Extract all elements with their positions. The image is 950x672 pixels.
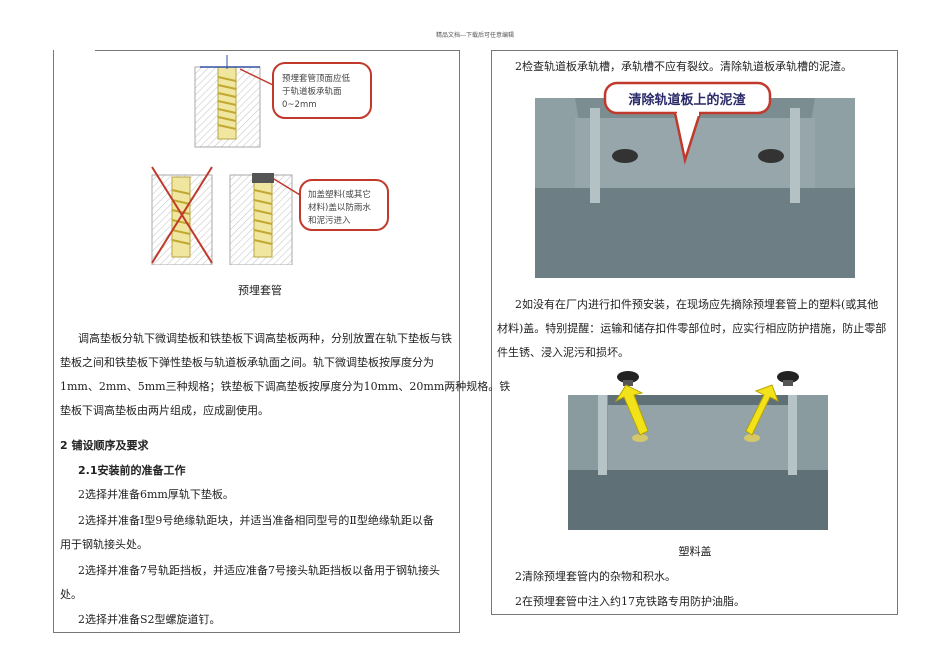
para2-line-2: 材料)盖。特别提醒：运输和储存扣件零部位时，应实行相应防护措施，防止零部	[497, 322, 887, 335]
item-2-line-1: 2选择并准备Ⅰ型9号绝缘轨距块，并适当准备相同型号的Ⅱ型绝缘轨距以备	[78, 514, 434, 527]
figure3-caption: 塑料盖	[678, 545, 712, 558]
section-heading: 2 铺设顺序及要求	[60, 439, 149, 452]
callout-top-line-3: 0~2mm	[282, 100, 317, 110]
callout-bottom-line-2: 材料)盖以防雨水	[308, 202, 371, 213]
para2-line-1: 2如没有在厂内进行扣件预安装，在现场应先摘除预埋套管上的塑料(或其他	[515, 298, 879, 311]
callout-top-line-2: 于轨道板承轨面	[282, 86, 342, 97]
item-2-line-2: 用于钢轨接头处。	[60, 538, 148, 551]
item-3-line-1: 2选择并准备7号轨距挡板，并适应准备7号接头轨距挡板以备用于钢轨接头	[78, 564, 440, 577]
item-4: 2选择并准备S2型螺旋道钉。	[78, 613, 221, 626]
item-3-line-2: 处。	[60, 588, 82, 601]
left-column	[53, 50, 460, 633]
right-item-2: 2清除预埋套管内的杂物和积水。	[515, 570, 676, 583]
sleeve-figure: 预埋套管顶面应低 于轨道板承轨面 0~2mm 加盖塑料(或其它 材料)盖以防雨水…	[151, 55, 389, 265]
callout-bottom-line-1: 加盖塑料(或其它	[308, 189, 371, 200]
figure1-caption: 预埋套管	[238, 284, 282, 297]
slab-figure: 清除轨道板上的泥渣	[535, 81, 855, 278]
para1-line-4: 垫板下调高垫板由两片组成，应成副使用。	[60, 404, 269, 417]
callout-top-line-1: 预埋套管顶面应低	[282, 73, 351, 84]
para2-line-3: 件生锈、浸入泥污和损坏。	[497, 346, 629, 359]
header-note: 精品文档---下载后可任意编辑	[435, 32, 515, 39]
right-column	[491, 50, 898, 615]
right-item-1: 2检查轨道板承轨槽，承轨槽不应有裂纹。清除轨道板承轨槽的泥渣。	[515, 60, 852, 73]
para1-line-2: 垫板之间和铁垫板下弹性垫板与轨道板承轨面之间。轨下微调垫板按厚度分为	[60, 356, 434, 369]
right-item-3: 2在预埋套管中注入约17克铁路专用防护油脂。	[515, 595, 745, 608]
slab-callout: 清除轨道板上的泥渣	[628, 92, 746, 108]
subsection-heading: 2.1安装前的准备工作	[78, 464, 186, 477]
callout-bottom-line-3: 和泥污进入	[308, 215, 351, 226]
para1-line-1: 调高垫板分轨下微调垫板和铁垫板下调高垫板两种，分别放置在轨下垫板与铁	[78, 332, 452, 345]
item-1: 2选择并准备6mm厚轨下垫板。	[78, 488, 234, 501]
para1-line-3: 1mm、2mm、5mm三种规格；铁垫板下调高垫板按厚度分为10mm、20mm两种…	[60, 380, 511, 393]
left-top-rule	[95, 50, 460, 51]
cap-figure	[568, 371, 828, 530]
